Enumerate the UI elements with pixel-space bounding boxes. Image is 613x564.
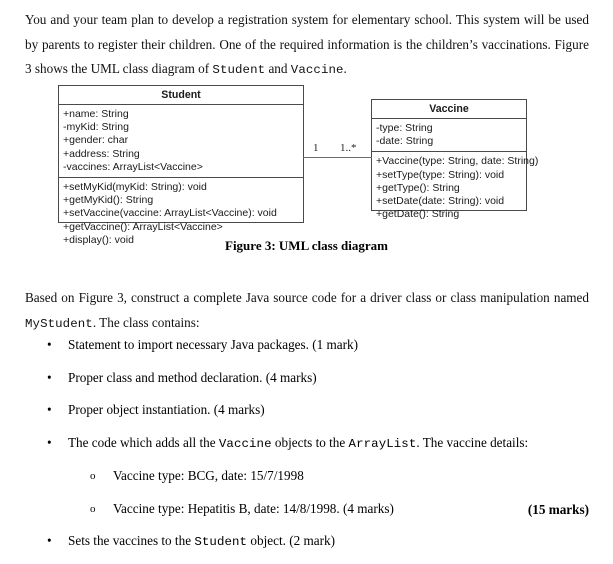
- uml-vaccine-methods: +Vaccine(type: String, date: String) +se…: [372, 151, 539, 224]
- uml-attribute: -type: String: [376, 122, 433, 134]
- uml-method: +setType(type: String): void: [376, 168, 505, 181]
- requirement-item: • Sets the vaccines to the Student object…: [25, 530, 595, 553]
- uml-method: +setDate(date: String): void: [376, 195, 505, 208]
- uml-attribute: -myKid: String: [63, 121, 129, 134]
- requirement-sub-item: o Vaccine type: Hepatitis B, date: 14/8/1…: [25, 498, 595, 520]
- inline-text: Proper class and method declaration. (4 …: [68, 369, 317, 385]
- uml-method: +getMyKid(): String: [63, 194, 154, 207]
- inline-text: . The vaccine details:: [416, 434, 529, 450]
- bullet-marker: •: [47, 369, 52, 385]
- sub-bullet-marker: o: [90, 470, 96, 482]
- total-marks: (15 marks): [527, 502, 589, 517]
- figure-caption: Figure 3: UML class diagram: [225, 238, 388, 253]
- uml-method: +getVaccine(): ArrayList<Vaccine>: [63, 220, 223, 233]
- inline-text: Vaccine type: Hepatitis B, date: 14/8/19…: [113, 500, 394, 516]
- uml-attribute: +gender: char: [63, 134, 129, 147]
- uml-vaccine-attributes: -type: String -date: String: [372, 119, 526, 151]
- uml-student-methods: +setMyKid(myKid: String): void +getMyKid…: [59, 177, 303, 250]
- requirement-item: • The code which adds all the Vaccine obj…: [25, 432, 595, 455]
- requirement-text: Sets the vaccines to the Student object.…: [68, 533, 335, 549]
- document-page: You and your team plan to develop a regi…: [25, 8, 589, 549]
- uml-vaccine-title: Vaccine: [372, 100, 526, 119]
- inline-text: objects to the: [271, 434, 349, 450]
- task-code-mystudent: MyStudent: [25, 316, 93, 331]
- intro-text-part1: You and your team plan to develop a regi…: [25, 12, 589, 76]
- intro-text-part2: and: [265, 61, 291, 76]
- uml-association-line: [303, 157, 372, 158]
- requirements-list: • Statement to import necessary Java pack…: [25, 334, 595, 564]
- uml-attribute: -date: String: [376, 135, 434, 148]
- requirement-item: • Proper object instantiation. (4 marks): [25, 399, 595, 421]
- requirement-item: • Proper class and method declaration. (4…: [25, 367, 595, 389]
- requirement-text: Statement to import necessary Java packa…: [68, 337, 358, 352]
- inline-text: The code which adds all the: [68, 434, 219, 450]
- bullet-marker: •: [47, 337, 52, 352]
- task-paragraph: Based on Figure 3, construct a complete …: [25, 286, 589, 336]
- inline-text: Sets the vaccines to the: [68, 533, 195, 548]
- uml-class-vaccine: Vaccine -type: String -date: String +Vac…: [371, 99, 538, 220]
- uml-multiplicity-right: 1..*: [340, 142, 357, 154]
- uml-student-title: Student: [59, 86, 303, 105]
- requirement-text: Vaccine type: Hepatitis B, date: 14/8/19…: [113, 501, 394, 516]
- uml-method: +Vaccine(type: String, date: String): [376, 155, 539, 168]
- uml-method: +getType(): String: [376, 181, 460, 194]
- requirement-text: Proper class and method declaration. (4 …: [68, 370, 317, 385]
- uml-method: +setMyKid(myKid: String): void: [63, 181, 207, 194]
- sub-bullet-marker: o: [90, 502, 96, 515]
- intro-paragraph: You and your team plan to develop a regi…: [25, 8, 589, 83]
- task-text-part1: Based on Figure 3, construct a complete …: [25, 290, 589, 305]
- intro-code-vaccine: Vaccine: [290, 63, 344, 77]
- requirement-text: Proper object instantiation. (4 marks): [68, 402, 265, 417]
- intro-code-student: Student: [212, 63, 266, 77]
- bullet-marker: •: [47, 533, 52, 548]
- uml-student-attributes: +name: String -myKid: String +gender: ch…: [59, 105, 303, 177]
- bullet-marker: •: [47, 402, 52, 417]
- inline-text: Vaccine type: BCG, date: 15/7/1998: [113, 468, 304, 483]
- requirement-sub-item: o Vaccine type: BCG, date: 15/7/1998: [25, 465, 595, 487]
- uml-attribute: +address: String: [63, 147, 140, 160]
- inline-code: Vaccine: [218, 436, 272, 451]
- uml-method: +getDate(): String: [376, 208, 460, 221]
- uml-multiplicity-left: 1: [313, 142, 319, 154]
- uml-method: +display(): void: [63, 233, 134, 246]
- requirement-text: Vaccine type: BCG, date: 15/7/1998: [113, 468, 304, 483]
- task-text-part2: . The class contains:: [92, 314, 200, 330]
- requirement-item: • Statement to import necessary Java pack…: [25, 334, 595, 356]
- uml-attribute: +name: String: [63, 108, 129, 120]
- inline-text: Proper object instantiation. (4 marks): [68, 402, 265, 417]
- requirement-text: The code which adds all the Vaccine obje…: [68, 434, 529, 451]
- inline-code: Student: [194, 535, 248, 549]
- uml-method: +setVaccine(vaccine: ArrayList<Vaccine):…: [63, 207, 277, 220]
- bullet-marker: •: [47, 434, 52, 450]
- inline-text: Statement to import necessary Java packa…: [68, 337, 359, 352]
- uml-class-student: Student +name: String -myKid: String +ge…: [58, 85, 304, 246]
- inline-text: object. (2 mark): [247, 533, 335, 548]
- uml-attribute: -vaccines: ArrayList<Vaccine>: [63, 160, 203, 173]
- inline-code: ArrayList: [348, 436, 417, 451]
- intro-text-part3: .: [343, 61, 347, 76]
